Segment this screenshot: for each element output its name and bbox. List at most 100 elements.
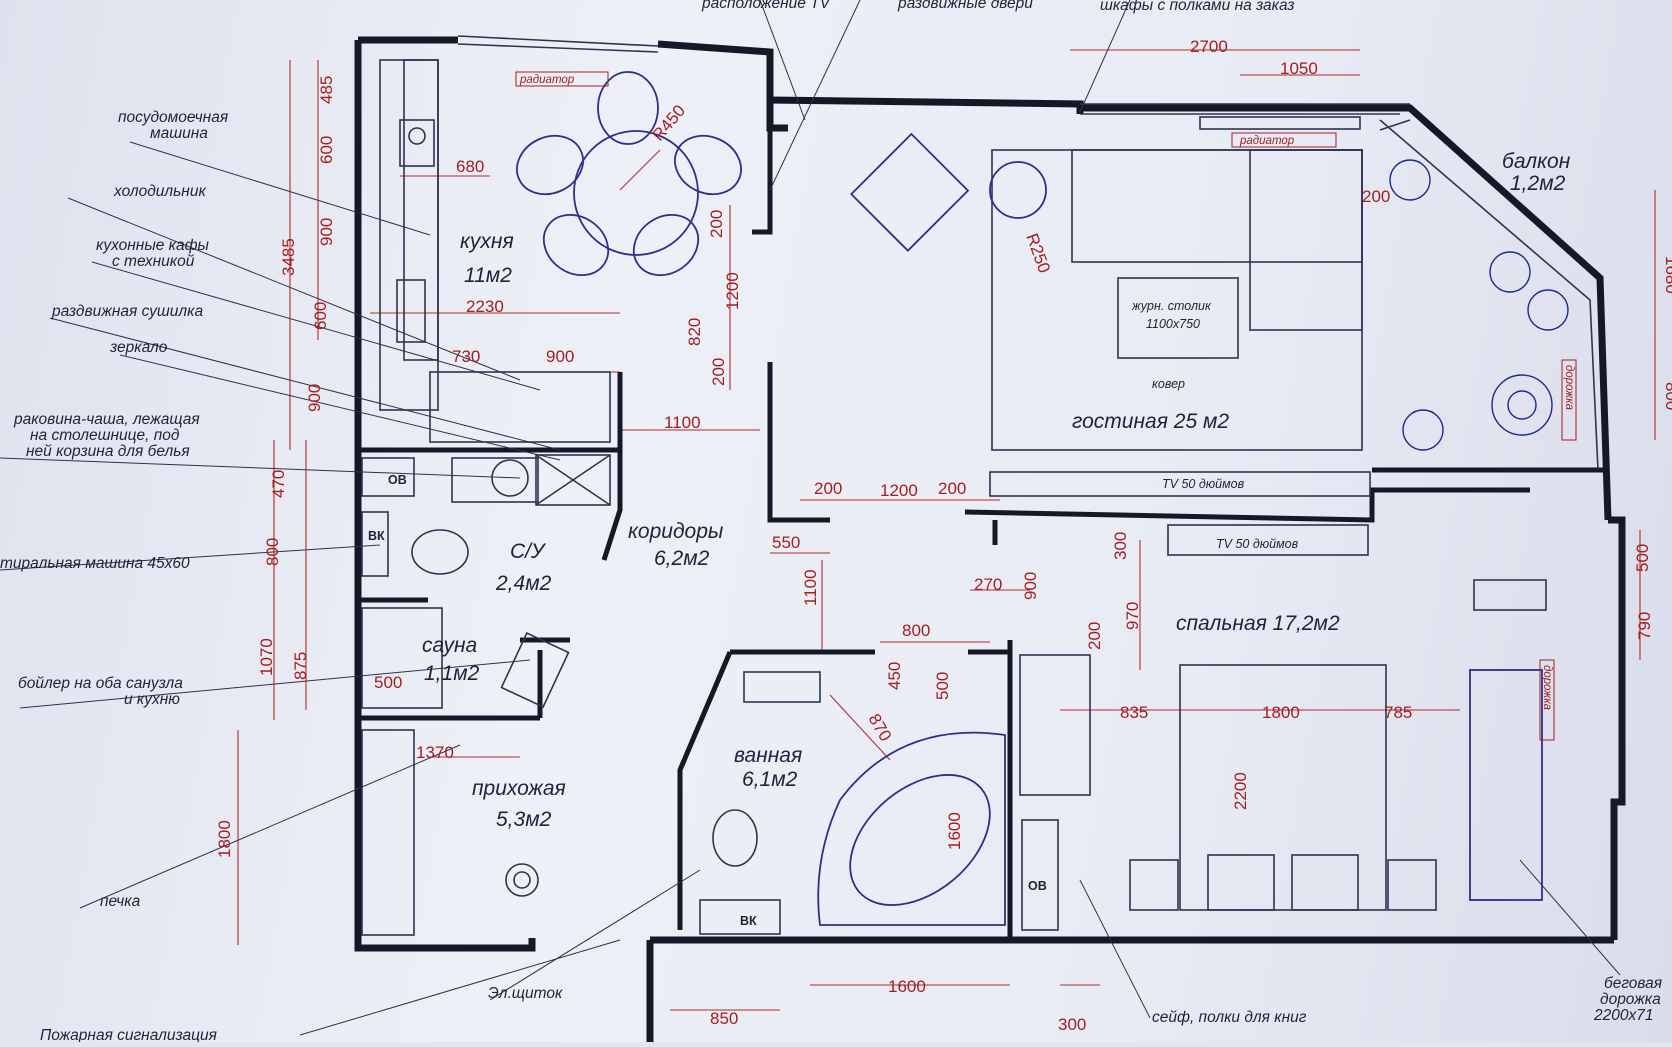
leader-lines: [0, 0, 1621, 1036]
kitchen-furniture: [379, 59, 742, 443]
living-room-label: гостиная 25 м2: [1072, 410, 1229, 433]
dim-corridor-7: 800: [902, 621, 930, 640]
dim-kitchen-0: 680: [456, 157, 484, 176]
balcony-name: балкон: [1502, 150, 1571, 173]
sink-label-1: раковина-чаша, лежащая: [13, 411, 200, 428]
treadmill-label-3: 2200х71: [1593, 1007, 1653, 1024]
bedroom-label: спальная 17,2м2: [1176, 612, 1340, 635]
chair-radius-label: R250: [1022, 231, 1054, 276]
sliding-doors-label: раздвижные двери: [897, 0, 1033, 12]
dim-bottom-2: 300: [1058, 1015, 1086, 1034]
safe-shelves-label: сейф, полки для книг: [1152, 1009, 1307, 1026]
dim-left-9: 875: [291, 652, 310, 680]
tv-location-label: расположение TV: [701, 0, 832, 12]
dim-corridor-2: 200: [938, 479, 966, 498]
top-bottom-annotations: расположение TV раздвижные двери шкафы с…: [701, 0, 1662, 1026]
dim-corridor-5: 270: [974, 575, 1002, 594]
dim-bedroom-4: 1800: [1262, 703, 1300, 722]
dim-top-0: 2700: [1190, 37, 1228, 56]
sink-label-3: ней корзина для белья: [26, 443, 190, 460]
left-annotations: посудомоечная машина холодильник кухонны…: [0, 109, 563, 1044]
dim-bottom-1: 850: [710, 1009, 738, 1028]
living-radiator-label: радиатор: [1239, 135, 1295, 147]
dim-left-3: 3485: [279, 238, 298, 276]
walls: [354, 35, 1626, 1042]
treadmill-label-2: дорожка: [1600, 991, 1661, 1008]
hall-name: прихожая: [472, 777, 566, 800]
bath-furniture: [699, 671, 1059, 935]
custom-shelves-label: шкафы с полками на заказ: [1100, 0, 1294, 14]
treadmill-label-1: беговая: [1604, 975, 1662, 992]
ov-wc-label: ОВ: [388, 473, 407, 487]
wc-name: С/У: [510, 540, 547, 563]
dim-kitchen-1: 2230: [466, 297, 504, 316]
carpet-label: ковер: [1152, 377, 1185, 391]
sink-label-2: на столешнице, под: [30, 427, 180, 444]
bedroom-treadmill-label: дорожка: [1541, 665, 1553, 710]
dim-bottom-3: 1370: [416, 743, 454, 762]
mirror-label: зеркало: [109, 339, 168, 356]
kitchen-name: кухня: [460, 230, 514, 253]
boiler-label-1: бойлер на оба санузла: [18, 675, 183, 692]
coffee-table-label: журн. столик: [1131, 299, 1212, 313]
dim-left-4: 600: [311, 302, 330, 330]
dryer-label: раздвижная сушилка: [51, 303, 203, 320]
dim-left-10: 1800: [215, 820, 234, 858]
kitchen-radiator-label: радиатор: [519, 74, 575, 86]
sauna-area: 1,1м2: [424, 662, 480, 685]
sauna-name: сауна: [422, 634, 477, 657]
dimension-lines: [237, 49, 1656, 1011]
dim-corridor-3: 550: [772, 533, 800, 552]
dim-bedroom-0: 300: [1111, 532, 1130, 560]
dim-left-8: 1070: [257, 638, 276, 676]
dim-kitchen-3: 900: [546, 347, 574, 366]
dim-left-5: 900: [305, 384, 324, 412]
dim-bedroom-1: 970: [1123, 602, 1142, 630]
dim-corridor-9: 500: [933, 672, 952, 700]
dim-bottom-4: 500: [374, 673, 402, 692]
bedroom-furniture: [1019, 524, 1555, 911]
dim-kitchen-5: 200: [707, 210, 726, 238]
dim-kitchen-2: 730: [452, 347, 480, 366]
fire-alarm-label: Пожарная сигнализация: [40, 1027, 217, 1042]
dim-kitchen-7: 820: [685, 318, 704, 346]
fridge-label: холодильник: [113, 183, 206, 200]
room-labels: кухня 11м2 гостиная 25 м2 балкон 1,2м2 к…: [422, 150, 1571, 831]
dim-top-1: 1050: [1280, 59, 1318, 78]
dishwasher-label-2: машина: [150, 125, 208, 142]
dim-right-3: 790: [1635, 612, 1654, 640]
vk-bath-label: ВК: [740, 914, 757, 928]
dim-corridor-0: 200: [814, 479, 842, 498]
dim-bottom-0: 1600: [888, 977, 926, 996]
corridor-name: коридоры: [628, 520, 724, 543]
dim-left-0: 485: [317, 76, 336, 104]
living-furniture: [850, 116, 1371, 497]
dim-left-1: 600: [317, 136, 336, 164]
dim-right-2: 500: [1633, 544, 1652, 572]
dim-bedroom-2: 200: [1085, 622, 1104, 650]
balcony-area: 1,2м2: [1510, 172, 1566, 195]
vk-wc-label: ВК: [368, 529, 385, 543]
corridor-area: 6,2м2: [654, 547, 710, 570]
hall-furniture: [361, 729, 539, 936]
dim-corridor-10: 870: [865, 711, 896, 745]
electric-panel-label: Эл.щиток: [488, 985, 563, 1002]
boiler-label-2: и кухню: [124, 691, 180, 708]
dim-bedroom-3: 835: [1120, 703, 1148, 722]
tv-living-label: TV 50 дюймов: [1162, 477, 1245, 491]
hall-area: 5,3м2: [496, 808, 552, 831]
kitchen-area: 11м2: [464, 264, 512, 287]
dim-right-0: 1680: [1662, 256, 1672, 294]
wc-area: 2,4м2: [495, 572, 552, 595]
balcony-plants: [1389, 159, 1577, 451]
dishwasher-label-1: посудомоечная: [118, 109, 228, 126]
dim-corridor-8: 450: [885, 662, 904, 690]
dimension-numbers: 2700 1050 485 600 900 3485 600 900 470 8…: [215, 37, 1672, 1034]
bath-area: 6,1м2: [742, 768, 798, 791]
dim-corridor-6: 900: [1021, 572, 1040, 600]
ov-bedroom-label: ОВ: [1028, 879, 1047, 893]
dim-kitchen-6: 1200: [723, 272, 742, 310]
kitchen-cabinets-label-1: кухонные кафы: [96, 237, 210, 254]
dim-kitchen-4: 1100: [664, 413, 701, 432]
